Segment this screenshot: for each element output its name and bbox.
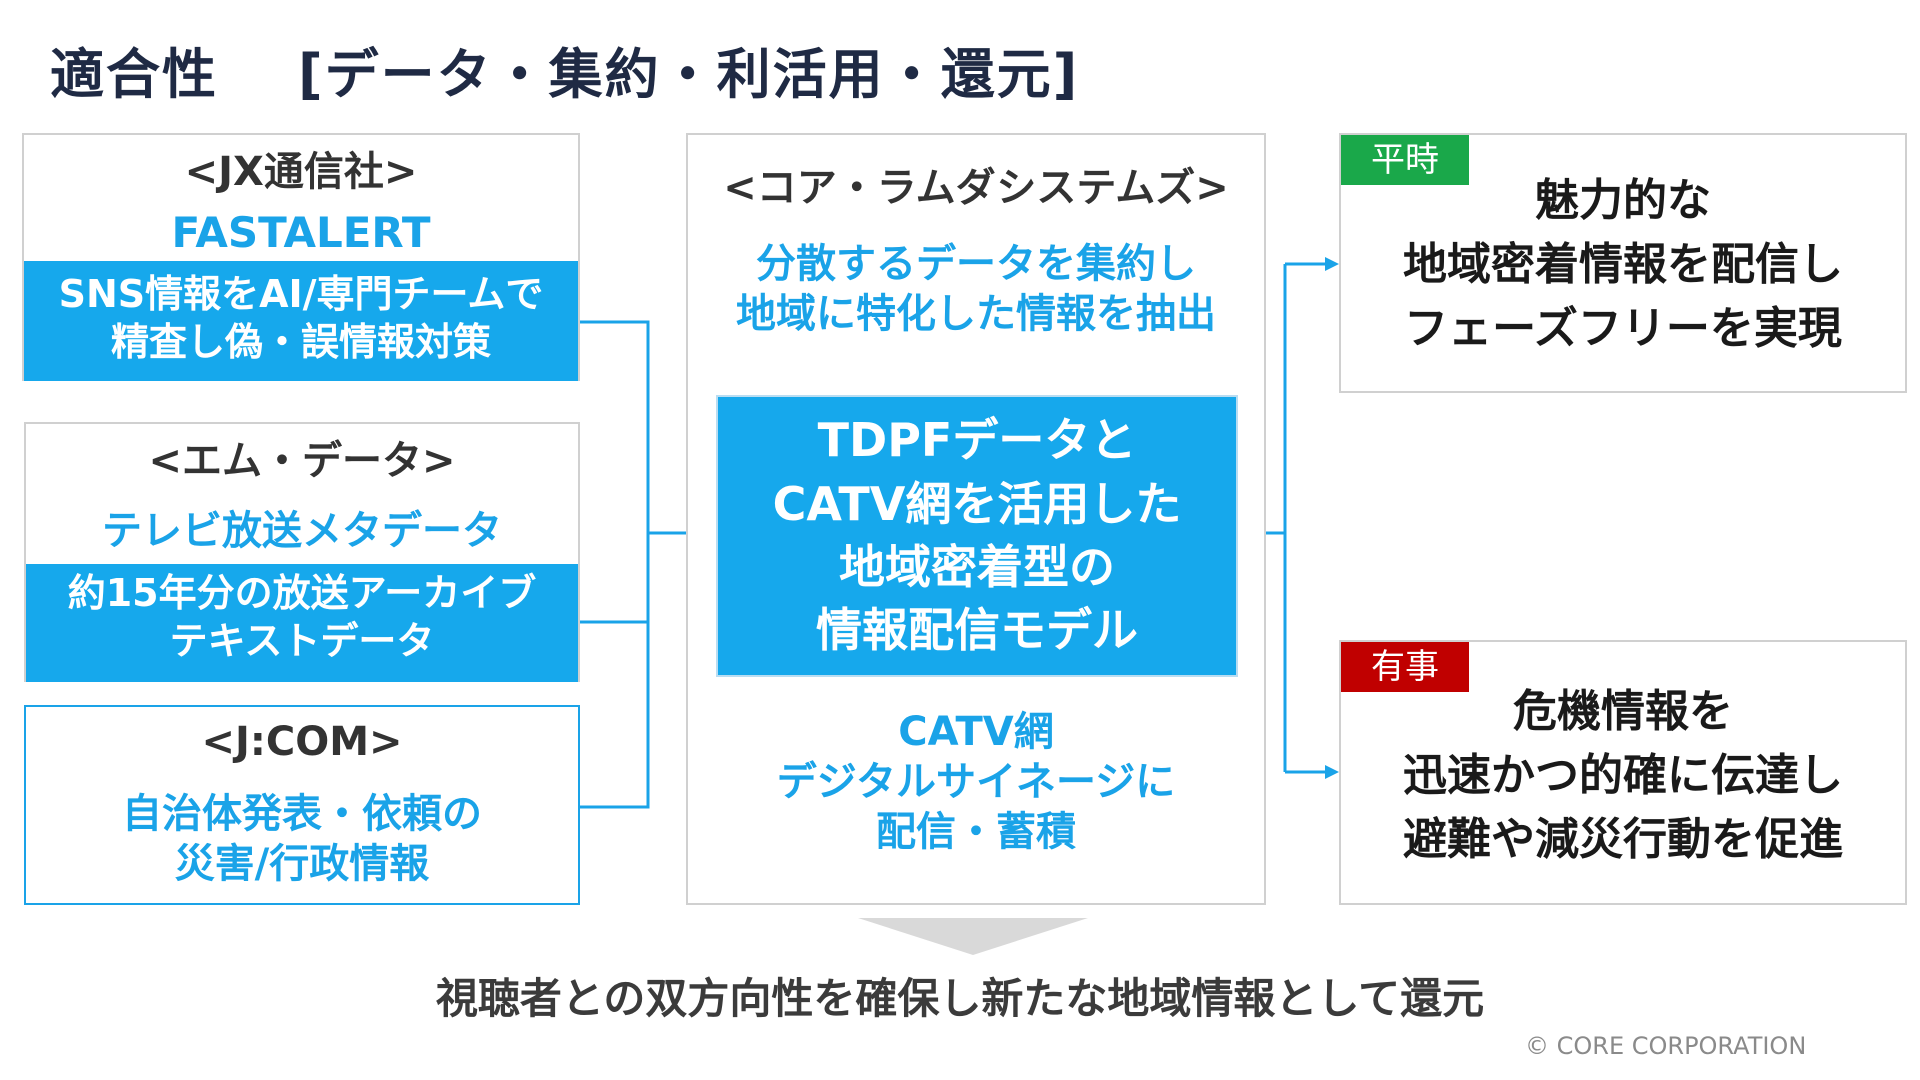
center-bottom-text: CATV網 デジタルサイネージに 配信・蓄積 [688,707,1264,857]
center-top-line: 地域に特化した情報を抽出 [736,291,1216,337]
center-heading: <コア・ラムダシステムズ> [723,165,1229,211]
model-box: TDPFデータと CATV網を活用した 地域密着型の 情報配信モデル [716,395,1238,677]
center-box: <コア・ラムダシステムズ> 分散するデータを集約し 地域に特化した情報を抽出 T… [686,133,1266,905]
center-top-line: 分散するデータを集約し [756,241,1196,287]
title-sub: [データ・集約・利活用・還元] [298,43,1080,106]
output-line: 地域密着情報を配信し [1403,238,1843,290]
output-text: 危機情報を 迅速かつ的確に伝達し 避難や減災行動を促進 [1341,680,1905,871]
output-line: 迅速かつ的確に伝達し [1403,749,1843,801]
page-title: 適合性 [データ・集約・利活用・還元] [50,30,1079,109]
source-box-jx: <JX通信社> FASTALERT SNS情報をAI/専門チームで 精査し偽・誤… [22,133,580,381]
band-line: 約15年分の放送アーカイブ [67,571,537,615]
center-bottom-line: デジタルサイネージに [776,759,1176,805]
source-band: 約15年分の放送アーカイブ テキストデータ [26,564,578,682]
source-subtitle: FASTALERT [171,208,431,257]
source-heading: <エム・データ> [148,438,456,484]
title-main: 適合性 [50,43,218,106]
source-heading: <J:COM> [201,719,403,765]
source-subtitle: テレビ放送メタデータ [102,508,502,554]
model-line: 情報配信モデル [816,603,1138,658]
center-bottom-line: CATV網 [898,709,1054,755]
output-line: 魅力的な [1535,175,1711,226]
tag-normal: 平時 [1341,135,1469,185]
output-text: 魅力的な 地域密着情報を配信し フェーズフリーを実現 [1341,169,1905,360]
copyright-text: © CORE CORPORATION [1525,1032,1807,1060]
center-bottom-line: 配信・蓄積 [876,809,1076,855]
source-heading: <JX通信社> [184,149,418,195]
source-box-jcom: <J:COM> 自治体発表・依頼の 災害/行政情報 [24,705,580,905]
center-top-text: 分散するデータを集約し 地域に特化した情報を抽出 [688,239,1264,339]
source-box-mdata: <エム・データ> テレビ放送メタデータ 約15年分の放送アーカイブ テキストデー… [24,422,580,682]
down-chevron [858,918,1088,955]
model-line: CATV網を活用した [772,476,1182,531]
source-body: 自治体発表・依頼の 災害/行政情報 [26,789,578,889]
output-line: 危機情報を [1513,686,1733,737]
body-line: 自治体発表・依頼の [122,791,482,837]
output-box-normal: 平時 魅力的な 地域密着情報を配信し フェーズフリーを実現 [1339,133,1907,393]
output-line: フェーズフリーを実現 [1404,302,1842,354]
model-line: 地域密着型の [839,540,1115,594]
tag-emergency: 有事 [1341,642,1469,692]
model-line: TDPFデータと [817,413,1137,468]
band-line: テキストデータ [169,618,435,663]
output-box-emergency: 有事 危機情報を 迅速かつ的確に伝達し 避難や減災行動を促進 [1339,640,1907,905]
body-line: 災害/行政情報 [174,841,430,887]
output-line: 避難や減災行動を促進 [1403,813,1843,865]
band-line: SNS情報をAI/専門チームで [58,272,544,316]
source-band: SNS情報をAI/専門チームで 精査し偽・誤情報対策 [24,261,578,381]
band-line: 精査し偽・誤情報対策 [110,319,491,364]
footer-text: 視聴者との双方向性を確保し新たな地域情報として還元 [435,974,1485,1023]
